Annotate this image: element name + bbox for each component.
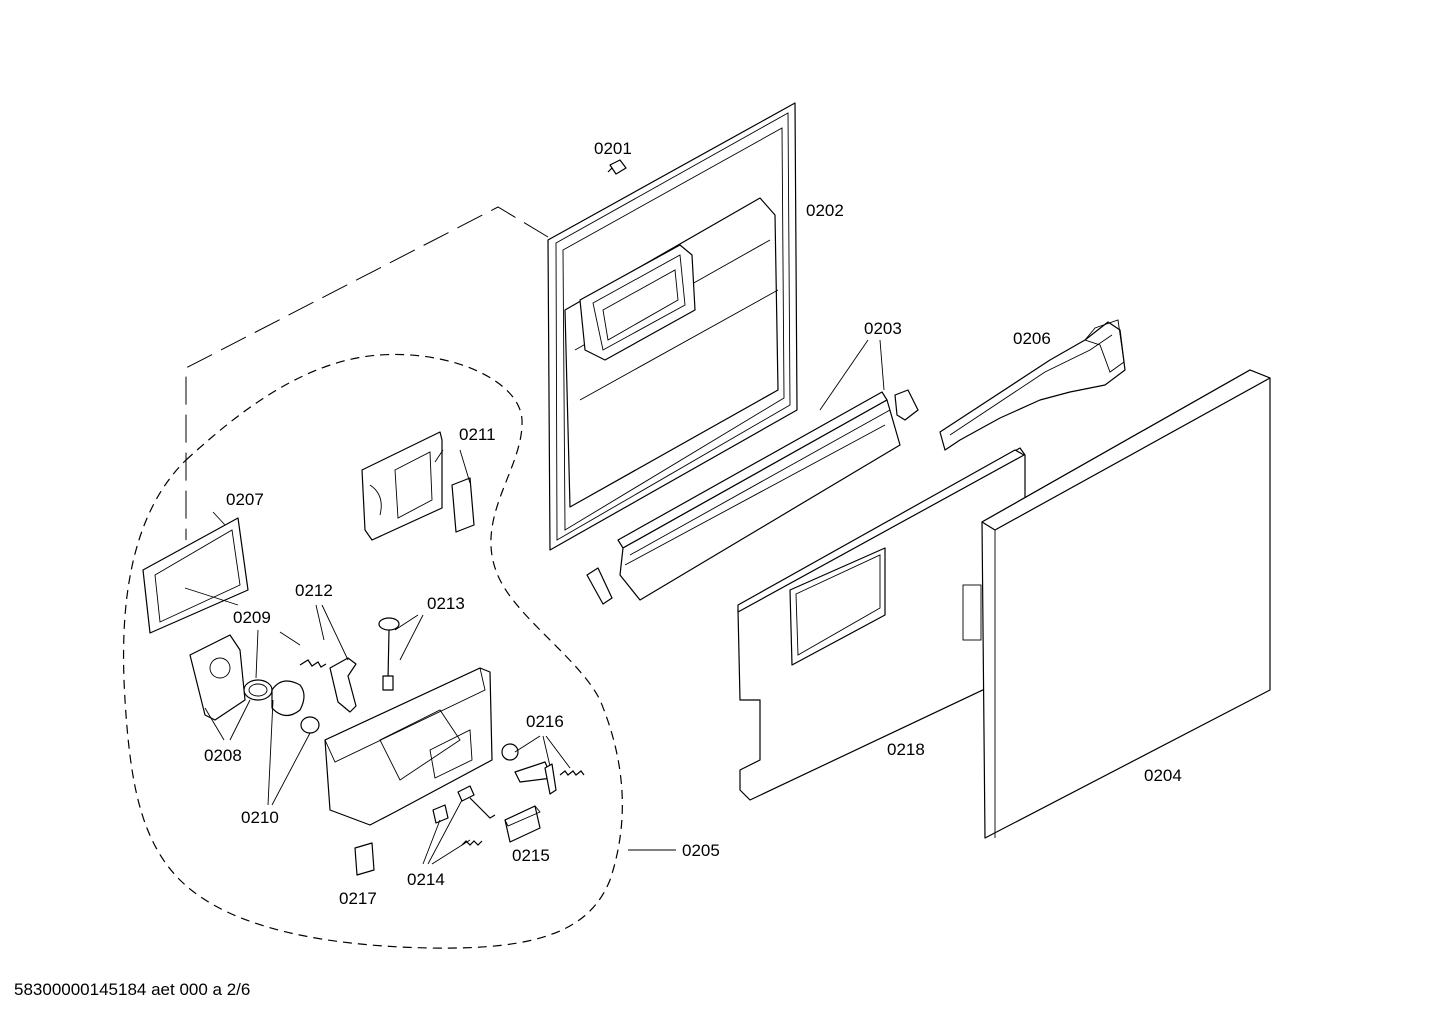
label-0215: 0215	[512, 846, 550, 865]
label-0206: 0206	[1013, 329, 1051, 348]
parts-0216	[501, 743, 585, 795]
pin-0213	[378, 617, 400, 691]
tag-0217	[354, 842, 375, 876]
lever-0212	[329, 657, 357, 713]
switch-0215	[504, 805, 541, 843]
label-0203: 0203	[864, 319, 902, 338]
label-0211: 0211	[459, 425, 496, 444]
projection-line	[185, 206, 549, 540]
spring-0209	[299, 659, 327, 668]
decor-panel-0204	[962, 369, 1271, 839]
seal-0210	[243, 679, 320, 734]
leader-lines	[184, 339, 885, 865]
frame-0207	[142, 517, 249, 634]
label-0209: 0209	[233, 608, 271, 627]
label-0202: 0202	[806, 201, 844, 220]
assembly-0205-outline	[122, 353, 623, 949]
bracket-0206	[939, 319, 1126, 451]
label-0216: 0216	[526, 712, 564, 731]
label-0205: 0205	[682, 841, 720, 860]
screw-0201	[607, 159, 627, 175]
label-0210: 0210	[241, 808, 279, 827]
label-0214: 0214	[407, 870, 445, 889]
holder-0208	[189, 634, 246, 721]
label-0218: 0218	[887, 740, 925, 759]
label-0201: 0201	[594, 139, 632, 158]
label-0204: 0204	[1144, 766, 1182, 785]
label-0212: 0212	[295, 581, 333, 600]
trim-strip-0203	[586, 389, 919, 605]
label-0217: 0217	[339, 889, 377, 908]
label-0208: 0208	[204, 746, 242, 765]
front-panel-0218	[737, 447, 1026, 801]
parts-0214	[432, 785, 496, 846]
inner-door-0202	[547, 102, 798, 551]
drawing-reference-code: 58300000145184 aet 000 a 2/6	[14, 980, 251, 999]
dispenser-body-0205	[324, 667, 493, 826]
label-0213: 0213	[427, 594, 465, 613]
label-0207: 0207	[226, 490, 264, 509]
filter-holder-0211	[361, 431, 475, 541]
